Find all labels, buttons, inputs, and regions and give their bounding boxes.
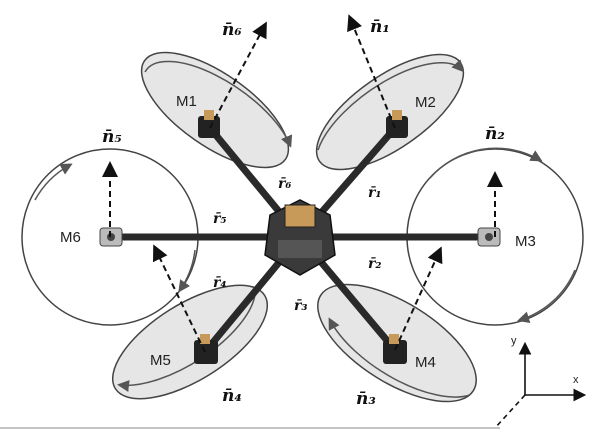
label-n3: n̄₃ <box>356 389 376 409</box>
label-r4: r̄₄ <box>213 275 227 291</box>
normal-vectors <box>102 14 503 353</box>
label-n4: n̄₄ <box>222 386 242 406</box>
label-n5: n̄₅ <box>102 127 122 147</box>
coordinate-frame <box>494 341 587 429</box>
label-r3: r̄₃ <box>294 298 308 314</box>
label-m3: M3 <box>515 233 536 250</box>
motor-m5 <box>194 334 218 364</box>
label-m2: M2 <box>415 94 436 111</box>
label-m1: M1 <box>176 93 197 110</box>
motor-m1 <box>198 110 220 138</box>
axis-label-x: x <box>573 374 579 386</box>
motor-m4 <box>383 334 407 364</box>
label-m5: M5 <box>150 352 171 369</box>
rotor-disc-m1 <box>140 51 293 169</box>
motor-m2 <box>386 110 408 138</box>
label-m4: M4 <box>415 354 436 371</box>
label-r1: r̄₁ <box>368 185 382 201</box>
label-r2: r̄₂ <box>368 256 382 272</box>
label-n1: n̄₁ <box>370 17 390 37</box>
label-r5: r̄₅ <box>213 211 227 227</box>
label-n2: n̄₂ <box>485 124 505 144</box>
motor-m3 <box>477 227 501 247</box>
label-n6: n̄₆ <box>222 20 242 40</box>
axis-label-y: y <box>511 335 517 347</box>
label-m6: M6 <box>60 229 81 246</box>
center-body <box>264 199 336 276</box>
rotor-disc-m2 <box>315 53 465 171</box>
label-r6: r̄₆ <box>278 176 292 192</box>
